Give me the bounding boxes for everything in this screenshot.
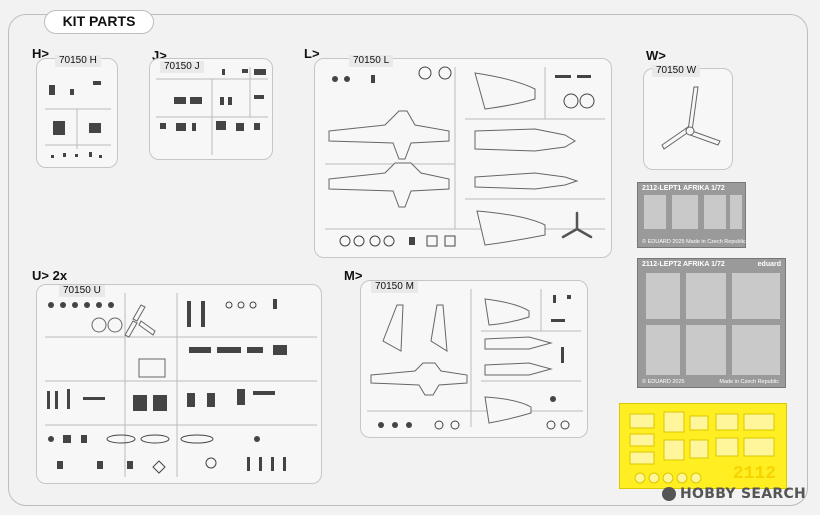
- sprue-j: 70150 J: [149, 58, 273, 160]
- pe-fret-2-origin: Made in Czech Republic: [719, 379, 779, 385]
- sprue-l: 70150 L: [314, 55, 612, 258]
- pe-fret-2-title: 2112-LEPT2 AFRIKA 1/72: [642, 261, 725, 268]
- section-label-h: H>: [32, 46, 49, 61]
- sprue-code-h: 70150 H: [55, 55, 101, 67]
- sprue-h: 70150 H: [36, 55, 118, 168]
- section-label-u: U> 2x: [32, 268, 68, 283]
- canopy-mask-sheet: 2112: [619, 403, 787, 489]
- sprue-code-l: 70150 L: [349, 55, 394, 67]
- sprue-u-parts: [45, 293, 317, 477]
- page-title: KIT PARTS: [44, 10, 154, 34]
- watermark: HOBBY SEARCH: [662, 486, 806, 502]
- hobby-search-logo-icon: [662, 487, 676, 501]
- sprue-j-parts: [156, 67, 268, 155]
- photo-etch-fret-2: 2112-LEPT2 AFRIKA 1/72 eduard © EDUARD 2…: [637, 258, 786, 388]
- sprue-l-parts: [325, 66, 605, 247]
- pe-fret-2-brand: eduard: [757, 261, 781, 268]
- photo-etch-fret-1: 2112-LEPT1 AFRIKA 1/72 © EDUARD 2025 Mad…: [637, 182, 746, 248]
- pe-fret-2-copyright: © EDUARD 2025: [642, 379, 685, 385]
- propeller-icon: [661, 86, 721, 150]
- pe-fret-1-copyright: © EDUARD 2025 Made in Czech Republic: [642, 239, 746, 245]
- sprue-code-u: 70150 U: [59, 285, 105, 297]
- sprue-code-j: 70150 J: [160, 61, 204, 73]
- section-label-l: L>: [304, 46, 320, 61]
- section-label-m: M>: [344, 268, 363, 283]
- sprue-u: 70150 U: [36, 284, 322, 484]
- sprue-h-parts: [45, 81, 111, 158]
- sprue-m: 70150 M: [360, 280, 588, 438]
- pe-fret-1-parts: [644, 195, 742, 229]
- sprue-code-w: 70150 W: [652, 65, 701, 77]
- sprue-m-parts: [367, 289, 583, 430]
- sprue-code-m: 70150 M: [371, 281, 418, 293]
- sprue-w: 70150 W: [643, 65, 733, 170]
- pe-fret-2-parts: [646, 273, 780, 375]
- mask-number: 2112: [732, 464, 776, 484]
- kit-parts-frame: [8, 14, 808, 506]
- section-label-w: W>: [646, 48, 666, 63]
- mask-shapes: [629, 411, 775, 484]
- watermark-text: HOBBY SEARCH: [680, 486, 807, 502]
- pe-fret-1-title: 2112-LEPT1 AFRIKA 1/72: [642, 185, 725, 192]
